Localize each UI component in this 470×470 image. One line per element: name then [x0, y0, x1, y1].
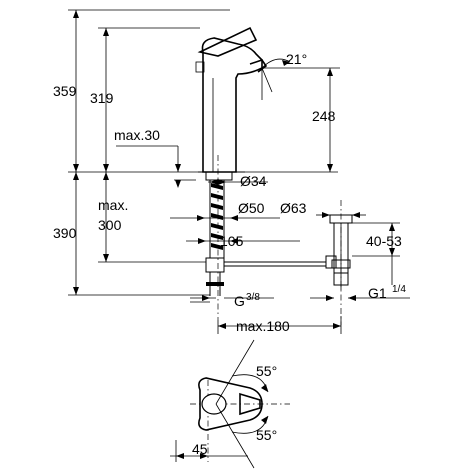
label-105: 105 — [220, 233, 244, 249]
dimension-d63: Ø63 — [280, 200, 366, 218]
label-21deg: 21° — [286, 51, 307, 67]
label-g1: G1 — [368, 285, 387, 301]
dimension-d50: Ø50 — [170, 200, 280, 221]
dimension-g114: G1 1/4 — [310, 284, 410, 301]
label-359: 359 — [53, 83, 77, 99]
label-55deg-bottom: 55° — [256, 427, 277, 443]
threaded-rod — [205, 179, 225, 296]
dimension-max300: max. 300 — [98, 172, 206, 263]
dimension-40-53: 40-53 — [352, 222, 402, 285]
dimension-21deg: 21° — [261, 51, 307, 100]
label-40-53: 40-53 — [366, 233, 402, 249]
waste-fitting — [325, 200, 353, 325]
dimension-max180: max.180 — [217, 316, 342, 334]
label-300: 300 — [98, 217, 122, 233]
top-view: 55° 55° 45 — [170, 339, 290, 469]
dimension-g38: G 3/8 — [190, 292, 274, 309]
dimension-105: 105 — [186, 233, 300, 249]
dimension-319: 319 — [90, 27, 200, 172]
dimension-d34: Ø34 — [208, 173, 268, 189]
faucet-head — [201, 37, 263, 173]
label-max180: max.180 — [236, 318, 290, 334]
label-319: 319 — [90, 90, 114, 106]
dimension-390: 390 — [53, 172, 210, 296]
label-max: max. — [98, 197, 128, 213]
label-55deg-top: 55° — [256, 363, 277, 379]
label-390: 390 — [53, 225, 77, 241]
label-max30: max.30 — [114, 127, 160, 143]
label-248: 248 — [312, 108, 336, 124]
faucet-body — [195, 26, 268, 181]
dimension-248: 248 — [262, 67, 340, 172]
top-view-base — [201, 393, 227, 415]
label-d63: Ø63 — [280, 200, 307, 216]
label-g1-fraction: 1/4 — [392, 284, 406, 295]
dimension-max30: max.30 — [114, 127, 196, 188]
label-g-fraction: 3/8 — [246, 292, 260, 303]
label-g: G — [234, 293, 245, 309]
label-45: 45 — [192, 441, 208, 457]
lever-handle — [197, 26, 258, 57]
dimension-359: 359 — [53, 9, 230, 172]
label-d50: Ø50 — [238, 200, 265, 216]
label-d34: Ø34 — [240, 173, 267, 189]
top-view-body — [198, 377, 263, 431]
